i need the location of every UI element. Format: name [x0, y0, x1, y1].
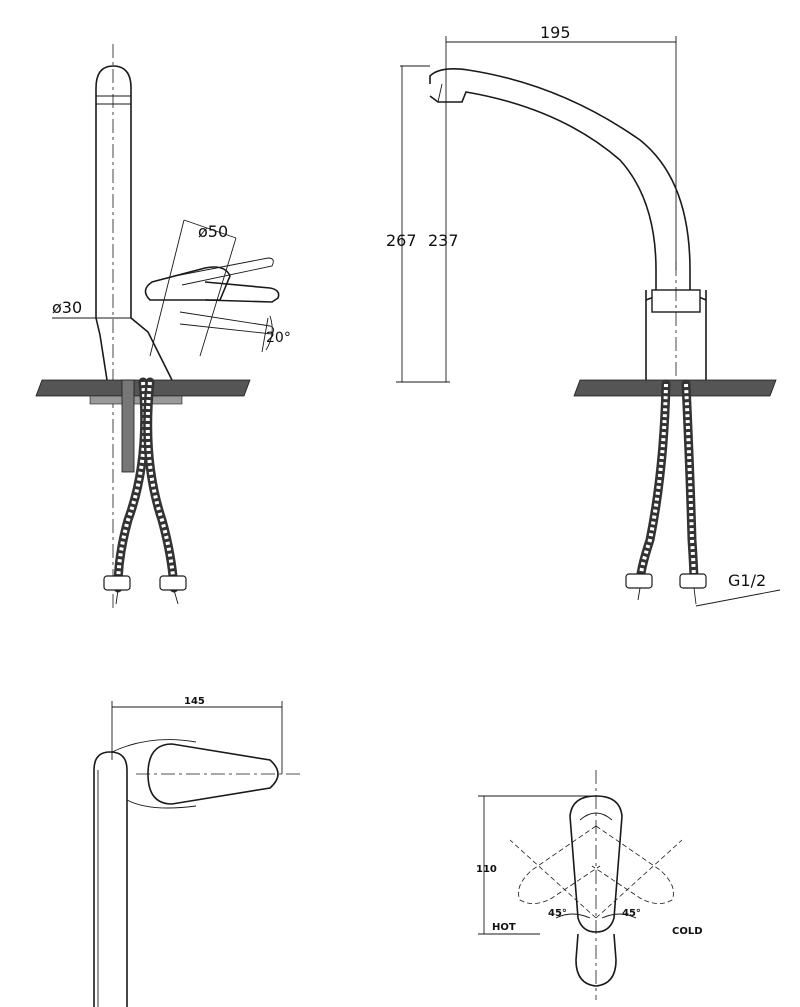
- side-view-lever: [204, 281, 280, 303]
- front-view-countertop: [573, 379, 777, 397]
- handle-height-label: 110: [476, 864, 497, 875]
- front-view-spout: [429, 68, 691, 290]
- cold-angle-label: 45°: [622, 908, 641, 919]
- hot-angle-label: 45°: [548, 908, 567, 919]
- front-view-body: [645, 290, 707, 380]
- top-view: 145: [93, 696, 300, 1007]
- side-view: ø50 20° ø30: [35, 44, 291, 610]
- hot-label: HOT: [492, 922, 516, 933]
- front-view: 195 267 237 G1/2: [386, 23, 781, 607]
- lever-angle-label: 20°: [266, 330, 291, 346]
- top-view-spout: [93, 751, 128, 1007]
- side-view-body: [95, 65, 132, 318]
- spout-height-label: 237: [428, 231, 459, 250]
- handle-diameter-label: ø50: [198, 222, 228, 241]
- side-view-base: [95, 317, 173, 381]
- top-view-handle: [147, 743, 279, 805]
- pillar-diameter-label: ø30: [52, 298, 82, 317]
- cold-label: COLD: [672, 926, 703, 937]
- handle-rotation-view: 110 45° 45° HOT COLD: [476, 770, 703, 1000]
- spout-reach-label: 145: [184, 696, 205, 707]
- handle-body: [575, 933, 617, 987]
- thread-size-label: G1/2: [728, 571, 766, 590]
- side-view-lever-cartridge: [144, 266, 231, 301]
- width-dimension-label: 195: [540, 23, 571, 42]
- overall-height-label: 267: [386, 231, 417, 250]
- handle-lever-center: [569, 795, 623, 933]
